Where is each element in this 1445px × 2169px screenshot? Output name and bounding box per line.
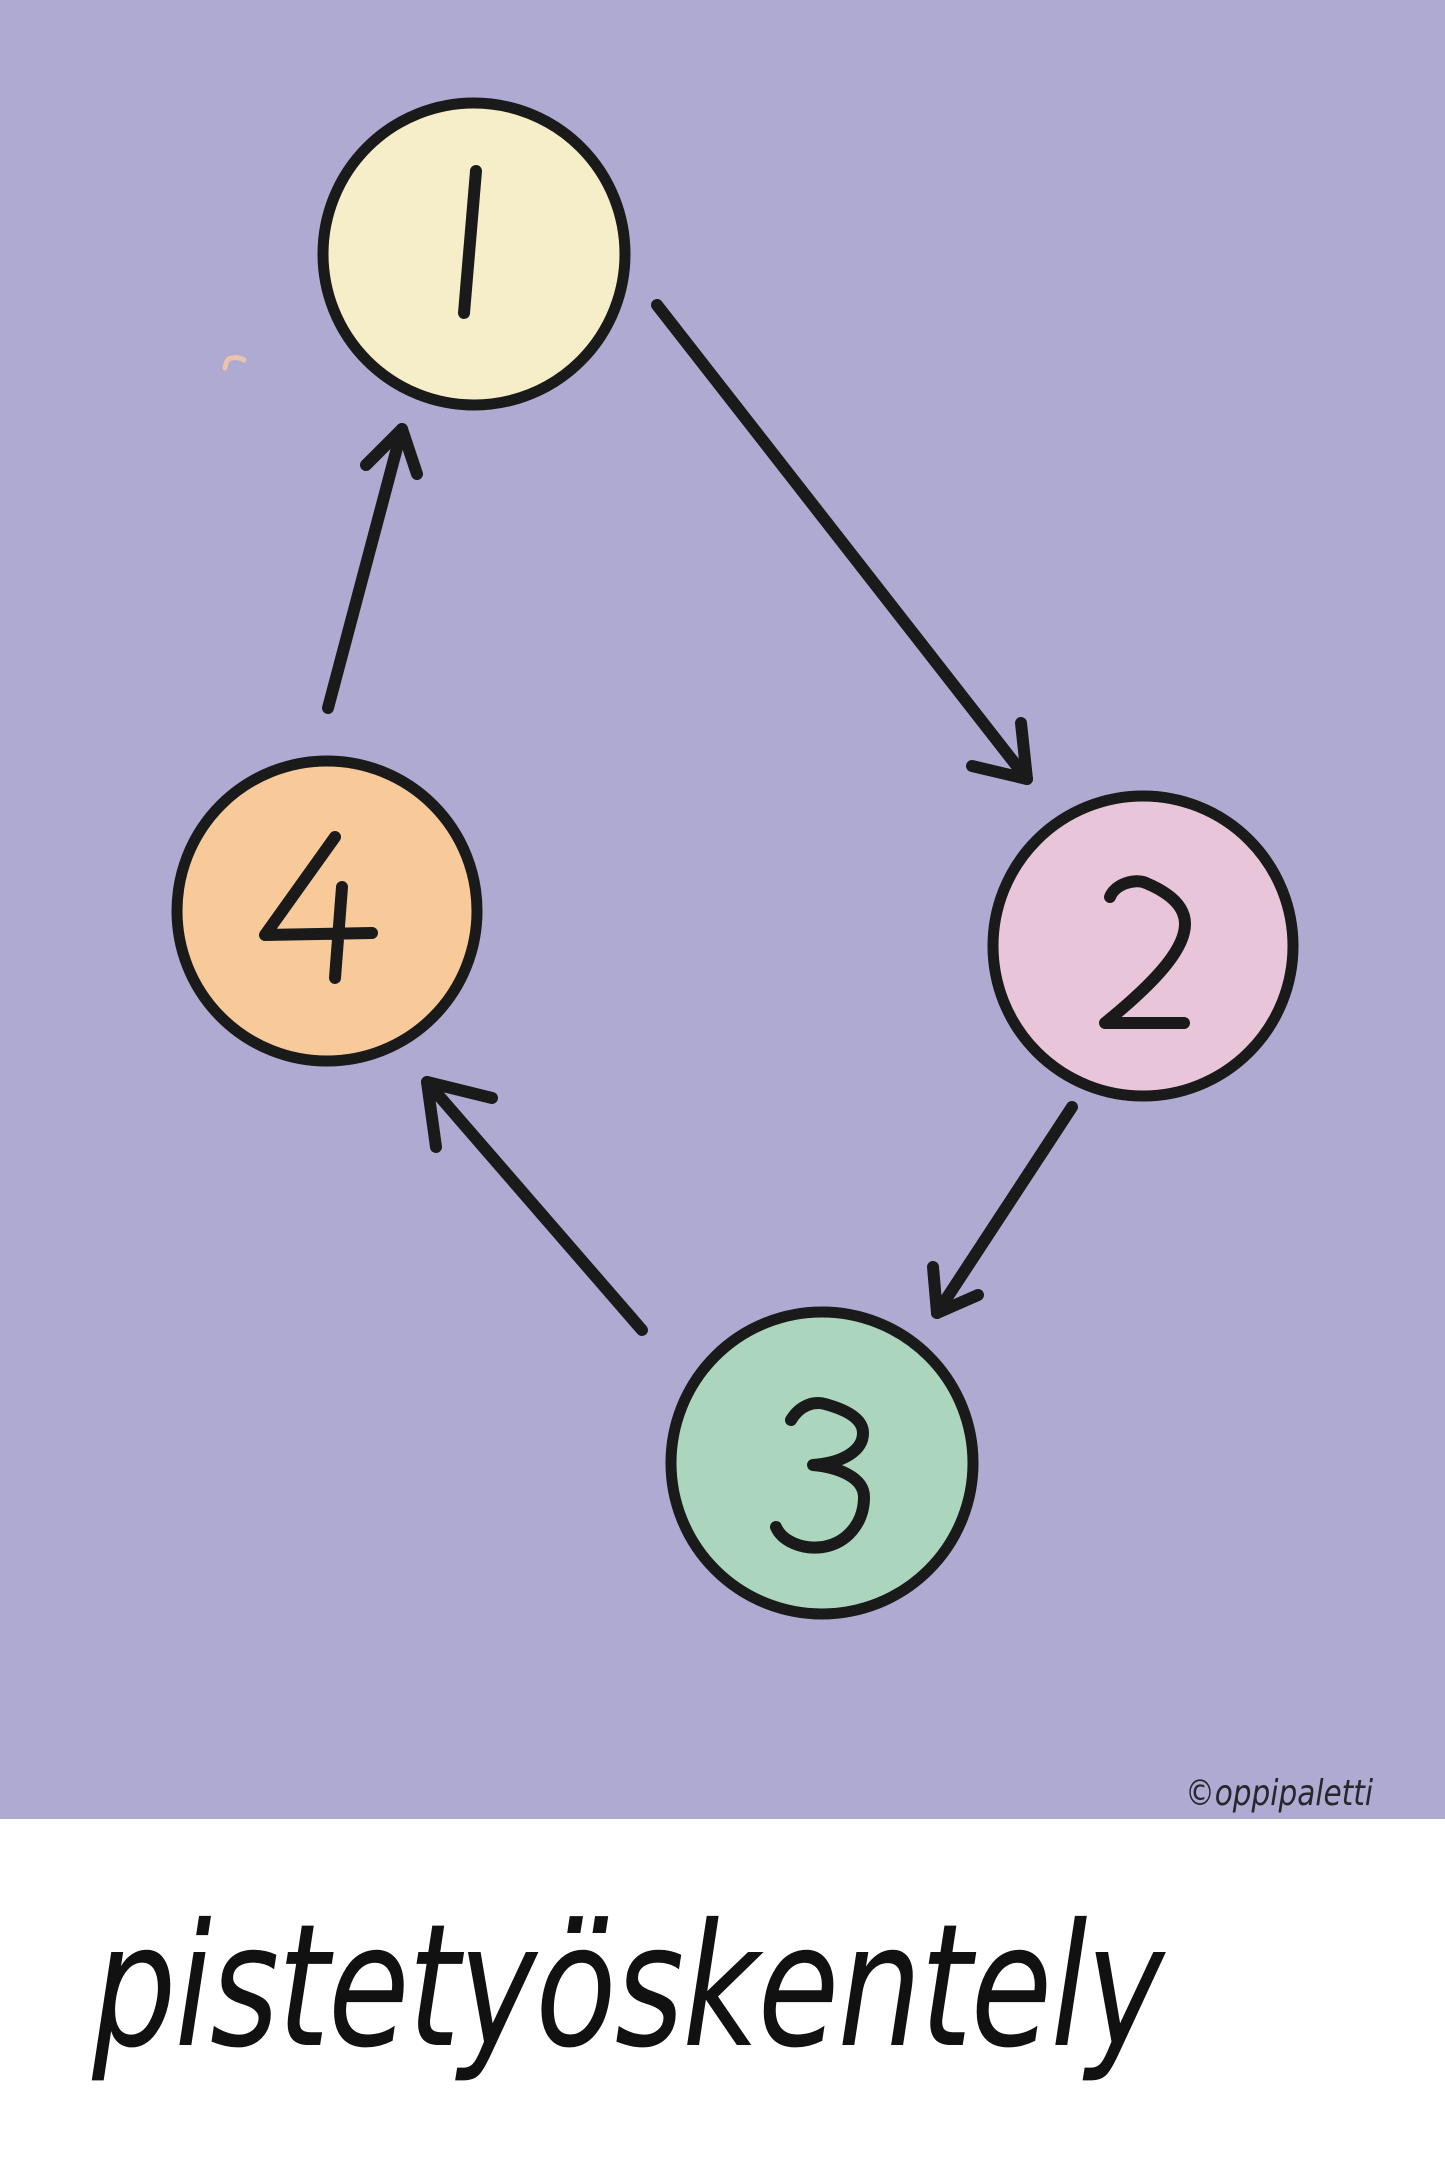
arrow-2-to-3-head (927, 1261, 984, 1319)
step-node-2 (987, 790, 1299, 1102)
arrow-4-to-1-head (360, 423, 423, 480)
arrow-2-to-3-shaft (931, 1101, 1078, 1319)
watermark: ©oppipaletti (1185, 1773, 1373, 1814)
step-number-4 (259, 831, 378, 984)
arrow-4-to-1-shaft (322, 423, 408, 714)
step-node-3 (665, 1306, 979, 1620)
step-number-2 (1099, 875, 1191, 1029)
arrow-1-to-2-shaft (651, 299, 1033, 785)
cycle-diagram (171, 97, 1299, 1620)
stray-pen-mark (222, 355, 247, 371)
title-band (0, 1819, 1445, 2169)
step-number-1 (458, 165, 482, 319)
poster-title: pistetyöskentely (92, 1888, 1164, 2086)
step-number-3 (770, 1397, 870, 1554)
arrow-3-to-4 (421, 1076, 648, 1336)
arrow-3-to-4-head (421, 1076, 498, 1153)
arrow-1-to-2 (651, 299, 1033, 785)
arrow-2-to-3 (927, 1101, 1078, 1319)
step-circle-2 (987, 790, 1299, 1102)
arrow-4-to-1 (322, 423, 423, 714)
step-node-1 (317, 97, 631, 411)
arrow-3-to-4-shaft (421, 1076, 648, 1336)
step-node-4 (171, 755, 483, 1067)
poster-background (0, 0, 1445, 1819)
step-circle-4 (171, 755, 483, 1067)
arrow-1-to-2-head (966, 717, 1033, 785)
